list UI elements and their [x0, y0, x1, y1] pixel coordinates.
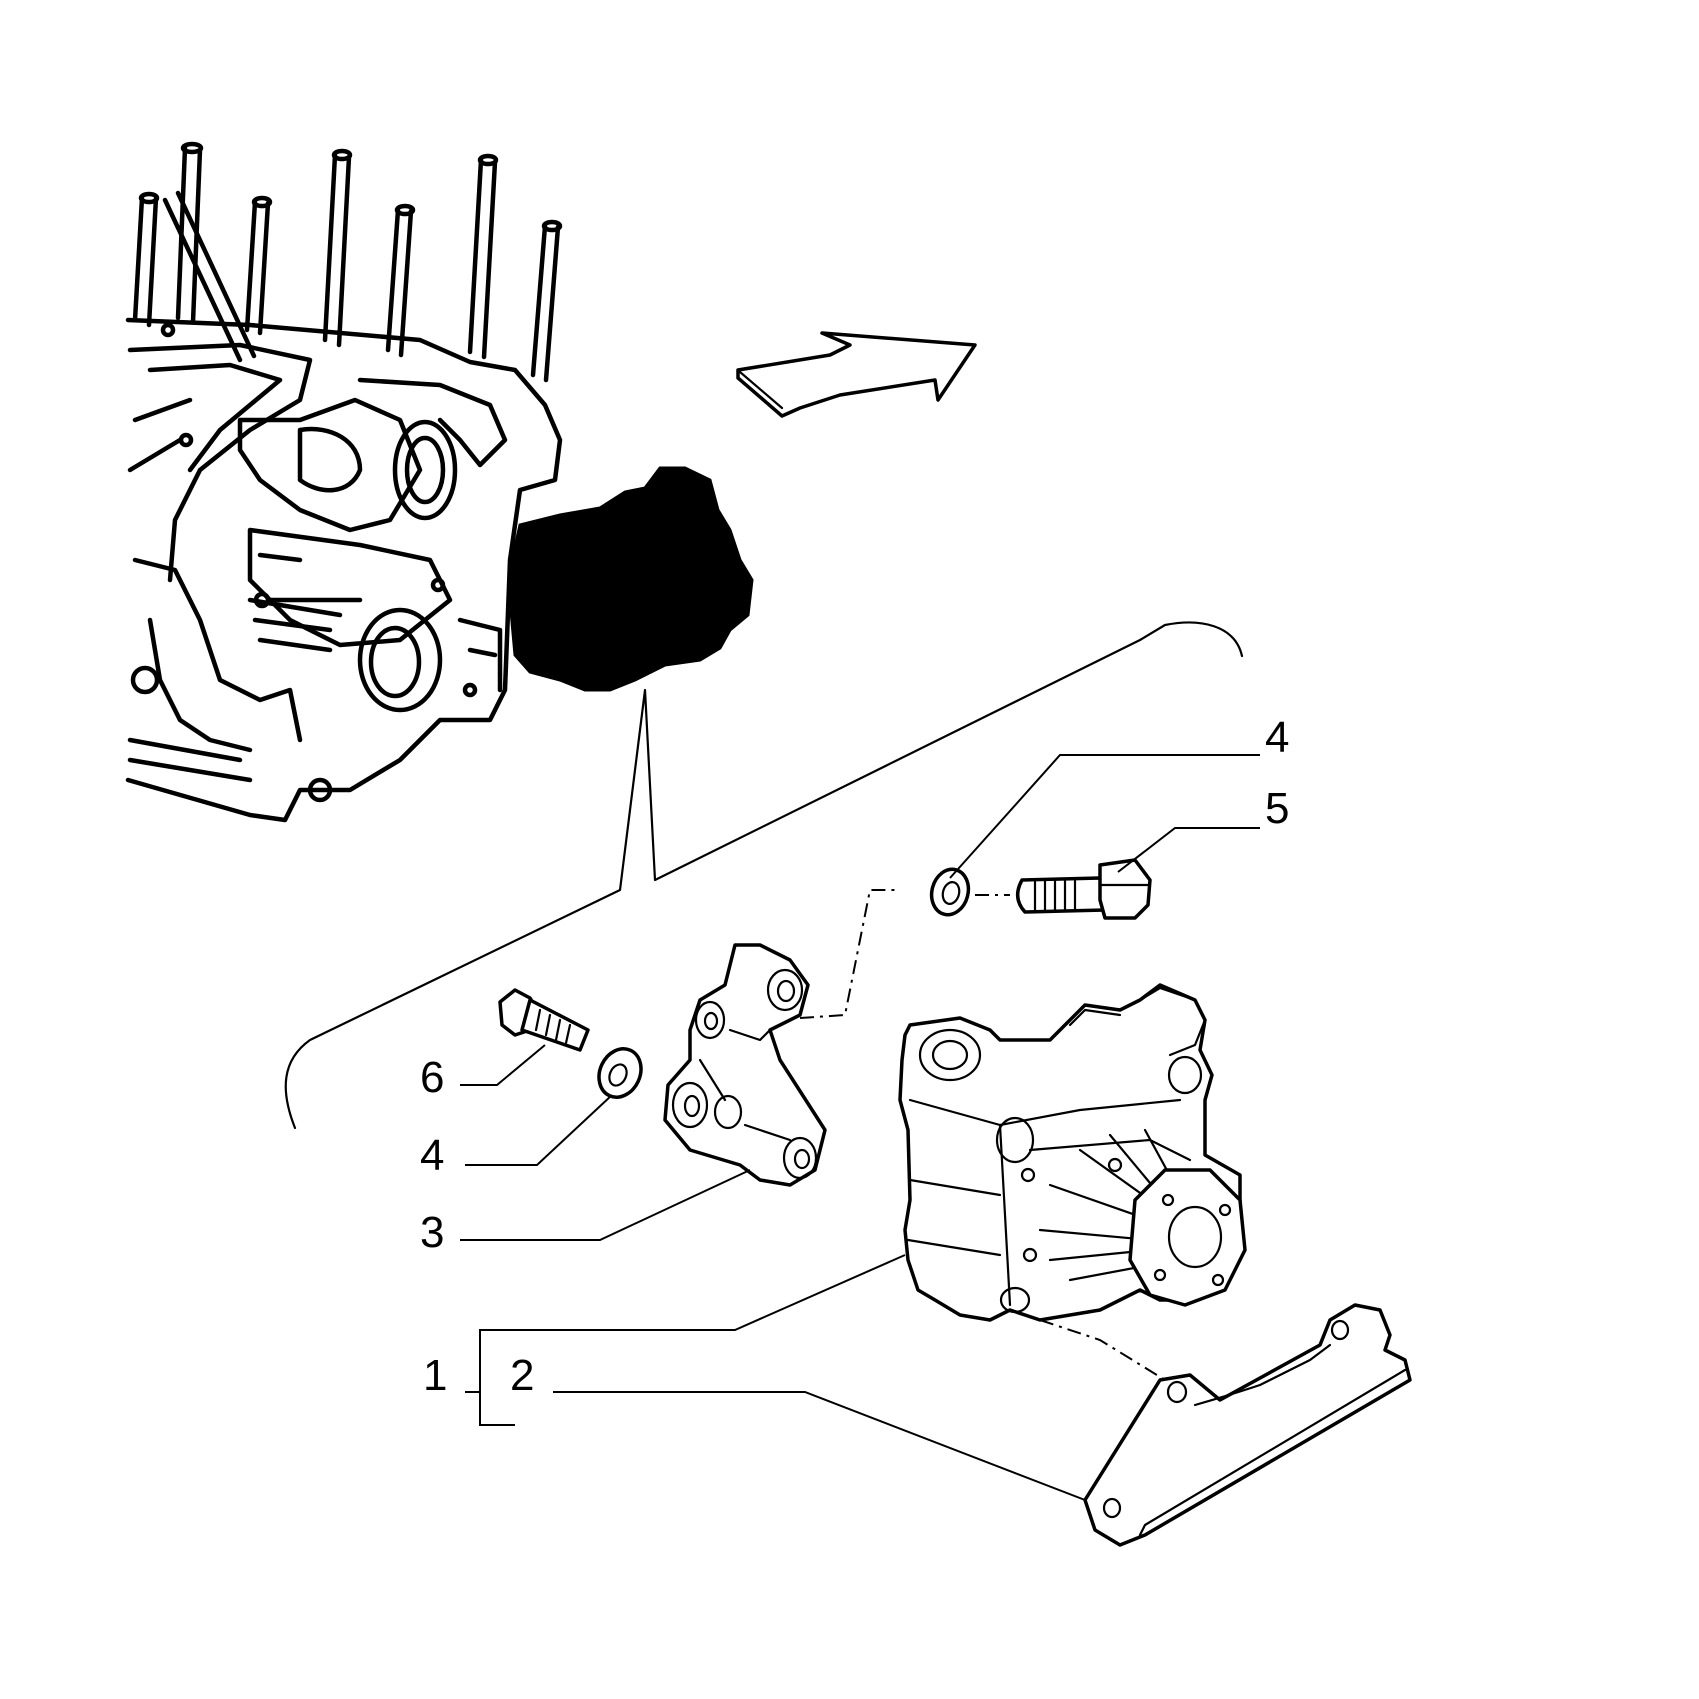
part-2-plate — [1083, 1303, 1412, 1547]
engine-block-outline — [125, 317, 563, 823]
callout-2: 2 — [510, 1351, 534, 1400]
callout-3: 3 — [420, 1208, 444, 1257]
callout-4-left: 4 — [420, 1131, 444, 1180]
engine-block-illustration — [125, 141, 754, 823]
alignment-line-upper — [799, 889, 900, 1019]
detail-enclosure-line — [284, 621, 1244, 1130]
callout-leader-lines — [460, 754, 1260, 1501]
part-3-bracket — [663, 943, 827, 1187]
part-6-bolt — [498, 988, 590, 1052]
callout-5: 5 — [1265, 784, 1289, 833]
part-5-bolt — [1015, 858, 1152, 920]
callout-1: 1 — [423, 1351, 447, 1400]
callout-6: 6 — [420, 1053, 444, 1102]
engine-block-details — [127, 322, 508, 803]
callout-4-top: 4 — [1265, 713, 1289, 762]
part-4-washer-left — [597, 1047, 643, 1099]
direction-arrow-icon — [736, 331, 977, 418]
part-4-washer-top — [929, 867, 971, 917]
pump-location-silhouette — [508, 466, 754, 692]
alignment-line-lower — [1039, 1319, 1166, 1381]
part-1-pump-assembly — [898, 983, 1247, 1322]
callout-labels: 4 5 6 4 3 1 2 — [420, 713, 1289, 1400]
engine-studs — [132, 141, 563, 383]
